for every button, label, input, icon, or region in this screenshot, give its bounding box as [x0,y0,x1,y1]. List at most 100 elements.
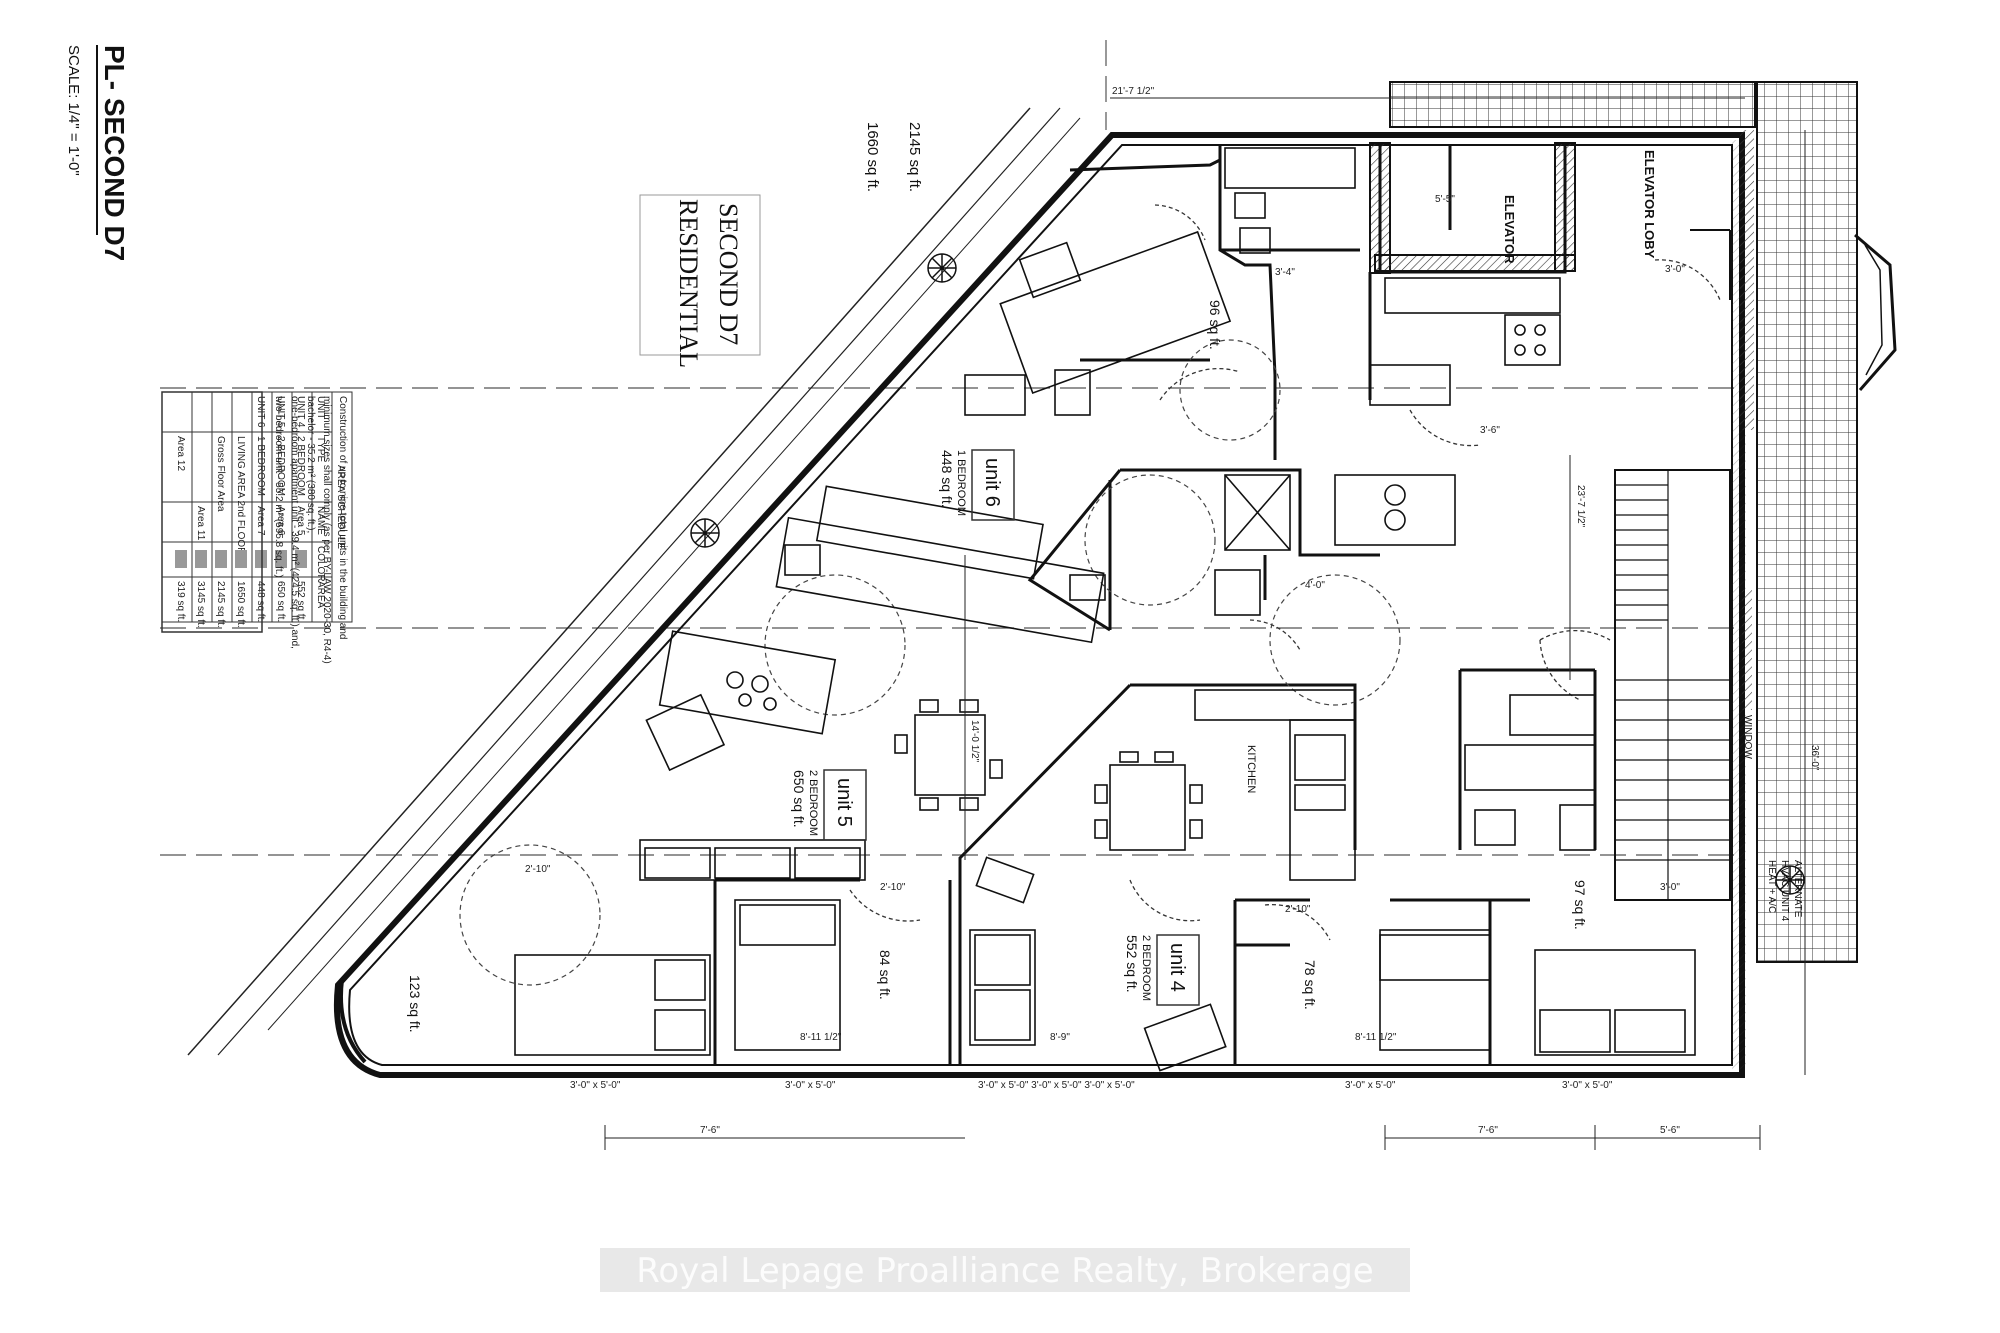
unit-6-label: unit 6 1 BEDROOM 448 sq ft. [939,449,1015,521]
unit-6-area: 448 sq ft. [939,450,955,508]
area-total: 2145 sq ft. [906,122,923,192]
dimension-labels: 21'-7 1/2" 3'-0" x 5'-0" 3'-0" x 5'-0" 3… [525,86,1820,1136]
dim-d2: 2'-10" [1285,904,1311,915]
turning-circles [459,339,1401,986]
floor-title-line2: RESIDENTIAL [674,199,703,368]
schedule-cell: 319 sq ft. [175,581,186,622]
note-line: two-bedroom unit - 55.2 m² (595.8 sq. ft… [273,396,284,578]
dim-d8: 4'-0" [1305,580,1325,591]
area-gross: 1660 sq ft. [864,122,881,192]
schedule-cell: 1 BEDROOM [255,436,266,496]
area-78: 78 sq ft. [1302,960,1318,1010]
sheet-scale: SCALE: 1/4" = 1'-0" [65,45,82,176]
dim-d15: 36'-0" [1809,745,1820,771]
dim-d4: 3'-0" [1665,264,1685,275]
exterior-walls [334,132,1745,1078]
watermark-text: Royal Lepage Proalliance Realty, Brokera… [636,1251,1373,1291]
grid-lines [160,40,1745,856]
dim-d5: 3'-0" [1660,882,1680,893]
dim-window-3: 3'-0" x 5'-0" 3'-0" x 5'-0" 3'-0" x 5'-0… [978,1080,1135,1091]
dim-d11: 8'-11 1/2" [1355,1032,1397,1043]
unit-5-area: 650 sq ft. [791,770,807,828]
note-line: bachelor - 35.2 m² (380 sq. ft.), [305,396,316,533]
unit-4-name: unit 4 [1166,943,1188,992]
schedule-header-name: NAME [315,506,326,535]
dim-d1: 2'-10" [880,882,906,893]
window-label: WINDOW [1742,715,1753,759]
deck-grid [1389,81,1897,963]
fan-symbols [690,253,1805,895]
dim-window-4: 3'-0" x 5'-0" [1345,1080,1396,1091]
dim-window-2: 3'-0" x 5'-0" [785,1080,836,1091]
dim-window-5: 3'-0" x 5'-0" [1562,1080,1613,1091]
dim-bottom-1: 7'-6" [700,1125,720,1136]
sheet-title: PL- SECOND D7 [99,45,130,261]
schedule-cell: Area 11 [195,506,206,541]
dimension-lines [604,97,1806,1150]
note-line: minimum sizes shall comply (as per BY-LA… [321,396,332,664]
unit-5-label: unit 5 2 BEDROOM 650 sq ft. [791,769,867,841]
schedule-cell: LIVING AREA 2nd FLOOR [235,436,246,554]
schedule-cell: 448 sq ft. [255,581,266,622]
schedule-cell: 2145 sq ft. [215,581,226,628]
dim-top: 21'-7 1/2" [1112,86,1155,97]
area-total-group: 2145 sq ft. [906,122,923,192]
schedule-note: Construction of up to nine total units i… [161,391,348,664]
kitchen-label: KITCHEN [1245,745,1257,793]
furniture [514,147,1696,1072]
unit-4-area: 552 sq ft. [1124,935,1140,993]
unit-4-type: 2 BEDROOM [1140,935,1152,1001]
dim-d6: 3'-4" [1275,267,1295,278]
schedule-cell: Area 5 [295,506,306,536]
area-123: 123 sq ft. [407,975,423,1033]
dim-d9: 5'-5" [1435,194,1455,205]
schedule-header-unit: UNIT [315,396,326,419]
floor-title-line1: SECOND D7 [714,203,743,345]
dim-d13: 14'-0 1/2" [969,720,980,763]
area-96: 96 sq ft. [1207,300,1223,350]
schedule-cell: Area 7 [255,506,266,536]
schedule-cell: 650 sq ft. [275,581,286,622]
schedule-header-area: AREA [315,581,326,609]
elevator-lobby-label: ELEVATOR LOBY [1642,150,1657,259]
area-97: 97 sq ft. [1572,880,1588,930]
unit-6-name: unit 6 [981,458,1003,507]
schedule-cell: UNIT 6 [255,396,266,428]
schedule-cell: 3145 sq ft. [195,581,206,628]
alternate-label: ALTERNATE [1792,860,1803,918]
schedule-header-color: COLOR [315,546,326,582]
note-line: Construction of up to nine total units i… [337,396,348,640]
elevator-label: ELEVATOR [1502,195,1517,264]
room-area-labels: 96 sq ft. 84 sq ft. 78 sq ft. 97 sq ft. … [407,300,1588,1033]
door-swings [849,204,1721,941]
dim-window-1: 3'-0" x 5'-0" [570,1080,621,1091]
dim-d7: 3'-6" [1480,425,1500,436]
note-line: one-bedroom apartment unit - 39.4 m² (42… [289,396,300,649]
unit-5-name: unit 5 [833,778,855,827]
schedule-cell: Gross Floor Area [215,436,226,512]
dim-bottom-2: 7'-6" [1478,1125,1498,1136]
dim-bottom-3: 5'-6" [1660,1125,1680,1136]
dim-d3: 2'-10" [525,864,551,875]
schedule-cell: Area 12 [175,436,186,471]
area-84: 84 sq ft. [877,950,893,1000]
stair-treads [1615,470,1730,900]
schedule-cell: 2 BEDROOM [295,436,306,496]
dim-d10: 8'-11 1/2" [800,1032,842,1043]
schedule-cell: 552 sq ft. [295,581,306,622]
area-gross-group: 1660 sq ft. [864,122,881,192]
unit-4-label: unit 4 2 BEDROOM 552 sq ft. [1124,934,1200,1006]
dim-d14: 23'-7 1/2" [1575,485,1586,528]
hvac-label: HVAC UNIT 4 [1779,860,1790,922]
schedule-cell: 1650 sq ft. [235,581,246,628]
schedule-cell: 2 BEDROOM [275,436,286,496]
schedule-title: AREA SCHEDULE [335,465,346,549]
sheet-title-group: PL- SECOND D7 SCALE: 1/4" = 1'-0" [65,45,130,261]
unit-5-type: 2 BEDROOM [807,770,819,836]
floor-title-group: SECOND D7 RESIDENTIAL [639,194,761,368]
watermark: Royal Lepage Proalliance Realty, Brokera… [600,1248,1410,1292]
schedule-cell: Area 6 [275,506,286,536]
schedule-cell: UNIT 4 [295,396,306,428]
